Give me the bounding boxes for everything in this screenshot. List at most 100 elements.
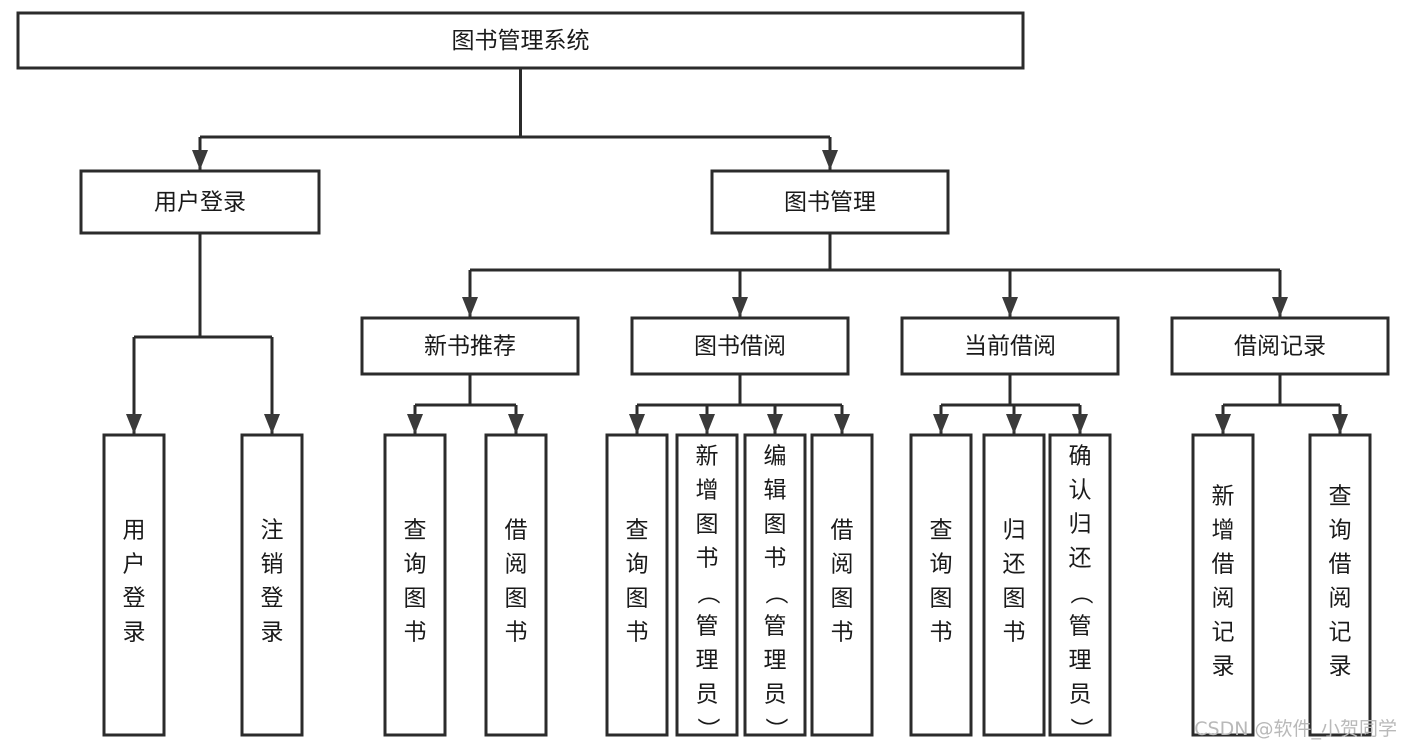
node-leaf-borrow-book-2-label-char: 借 <box>831 518 854 544</box>
node-user-login[interactable]: 用户登录 <box>79 169 321 235</box>
arrow-head-icon <box>933 414 949 434</box>
node-leaf-user-logout-label-char: 登 <box>261 586 284 612</box>
node-book-borrow-box <box>630 316 850 376</box>
node-leaf-user-logout-box <box>240 433 304 737</box>
node-leaf-add-record-box <box>1191 433 1255 737</box>
node-leaf-query-book-2-label-char: 询 <box>626 552 649 578</box>
connectors-layer <box>126 68 1348 434</box>
arrow-head-icon <box>699 414 715 434</box>
arrow-head-icon <box>126 414 142 434</box>
node-leaf-query-record-label-char: 借 <box>1329 552 1352 578</box>
node-leaf-borrow-book-2-label-char: 书 <box>831 620 854 646</box>
node-leaf-confirm-return-label-char: 管 <box>1069 614 1092 640</box>
node-leaf-add-record-label-char: 增 <box>1212 518 1235 544</box>
node-book-manage[interactable]: 图书管理 <box>710 169 950 235</box>
arrow-head-icon <box>1215 414 1231 434</box>
node-leaf-user-login-box <box>102 433 166 737</box>
node-leaf-confirm-return-box <box>1048 433 1112 737</box>
arrow-head-icon <box>462 297 478 317</box>
node-leaf-query-book-3-label-char: 询 <box>930 552 953 578</box>
node-current-borrow[interactable]: 当前借阅 <box>900 316 1120 376</box>
node-book-borrow[interactable]: 图书借阅 <box>630 316 850 376</box>
node-leaf-borrow-book-2-label-char: 图 <box>831 586 854 612</box>
node-leaf-edit-book-label-char: 辑 <box>764 478 787 504</box>
node-leaf-borrow-book-1-label-char: 阅 <box>505 552 528 578</box>
node-leaf-user-login[interactable]: 用户登录 <box>102 433 166 737</box>
arrow-head-icon <box>834 414 850 434</box>
node-leaf-edit-book-label-char: 编 <box>764 444 787 470</box>
arrow-head-icon <box>264 414 280 434</box>
node-new-book-recommend[interactable]: 新书推荐 <box>360 316 580 376</box>
node-leaf-query-book-2-label-char: 书 <box>626 620 649 646</box>
node-leaf-confirm-return-label-char: 认 <box>1069 478 1092 504</box>
node-leaf-borrow-book-1-label-char: 借 <box>505 518 528 544</box>
node-leaf-query-record-label-char: 查 <box>1329 484 1352 510</box>
node-leaf-query-book-1-label-char: 书 <box>404 620 427 646</box>
node-leaf-add-book-label-char: 管 <box>696 614 719 640</box>
node-leaf-confirm-return-label-char: 归 <box>1069 512 1092 538</box>
node-leaf-query-book-2-box <box>605 433 669 737</box>
node-leaf-query-book-1-box <box>383 433 447 737</box>
node-leaf-edit-book-label-char: ） <box>763 718 789 741</box>
node-leaf-user-login-label-char: 登 <box>123 586 146 612</box>
node-book-manage-label: 图书管理 <box>784 190 876 216</box>
node-leaf-edit-book-label-char: 员 <box>764 682 787 708</box>
node-leaf-confirm-return-label-char: 还 <box>1069 546 1092 572</box>
node-leaf-query-book-3-label-char: 查 <box>930 518 953 544</box>
node-leaf-query-book-3-label-char: 书 <box>930 620 953 646</box>
node-leaf-add-book-label-char: 理 <box>696 648 719 674</box>
node-user-login-label: 用户登录 <box>154 190 246 216</box>
node-leaf-user-logout-label-char: 注 <box>261 518 284 544</box>
arrow-head-icon <box>192 150 208 170</box>
node-leaf-return-book-label-char: 图 <box>1003 586 1026 612</box>
node-current-borrow-box <box>900 316 1120 376</box>
arrow-head-icon <box>1272 297 1288 317</box>
node-leaf-add-book-label-char: 增 <box>696 478 719 504</box>
node-root-system-box <box>16 11 1025 70</box>
node-leaf-query-book-2-label-char: 查 <box>626 518 649 544</box>
node-leaf-return-book-box <box>982 433 1046 737</box>
node-root-system[interactable]: 图书管理系统 <box>16 11 1025 70</box>
arrow-head-icon <box>508 414 524 434</box>
arrow-head-icon <box>822 150 838 170</box>
node-root-system-label: 图书管理系统 <box>452 28 590 54</box>
node-borrow-records[interactable]: 借阅记录 <box>1170 316 1390 376</box>
arrow-head-icon <box>629 414 645 434</box>
node-leaf-user-logout-label-char: 销 <box>261 552 284 578</box>
node-leaf-user-logout-label-char: 录 <box>261 620 284 646</box>
node-new-book-recommend-label: 新书推荐 <box>424 334 516 360</box>
node-leaf-return-book-label-char: 归 <box>1003 518 1026 544</box>
node-leaf-query-record-label-char: 记 <box>1329 620 1352 646</box>
node-book-borrow-label: 图书借阅 <box>694 334 786 360</box>
node-leaf-add-record-label-char: 记 <box>1212 620 1235 646</box>
node-leaf-add-record-label-char: 借 <box>1212 552 1235 578</box>
node-leaf-borrow-book-1-label-char: 图 <box>505 586 528 612</box>
node-leaf-add-book-label-char: 书 <box>696 546 719 572</box>
node-leaf-borrow-book-1-box <box>484 433 548 737</box>
arrow-head-icon <box>1332 414 1348 434</box>
node-leaf-confirm-return-label-char: 员 <box>1069 682 1092 708</box>
node-leaf-edit-book-box <box>743 433 807 737</box>
node-leaf-borrow-book-2-label-char: 阅 <box>831 552 854 578</box>
node-leaf-edit-book-label-char: 管 <box>764 614 787 640</box>
node-leaf-confirm-return-label-char: ） <box>1068 718 1094 741</box>
node-borrow-records-box <box>1170 316 1390 376</box>
node-leaf-return-book-label-char: 还 <box>1003 552 1026 578</box>
node-leaf-query-record-box <box>1308 433 1372 737</box>
node-leaf-borrow-book-2-box <box>810 433 874 737</box>
node-leaf-query-book-3-label-char: 图 <box>930 586 953 612</box>
node-leaf-confirm-return-label-char: 确 <box>1069 444 1092 470</box>
